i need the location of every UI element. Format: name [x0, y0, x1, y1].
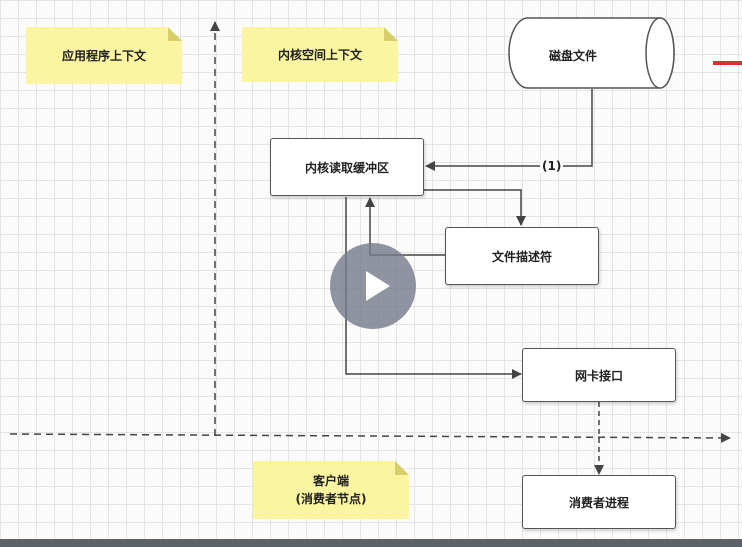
- node-kernel-read-buffer-label: 内核读取缓冲区: [304, 160, 389, 175]
- disk-file-cylinder: [508, 17, 675, 89]
- play-icon: [366, 271, 390, 301]
- node-file-descriptor-label: 文件描述符: [491, 249, 552, 264]
- note-client-line1: 客户端: [312, 474, 349, 488]
- node-nic-interface-label: 网卡接口: [574, 368, 623, 383]
- horizontal-divider: [9, 432, 731, 443]
- disk-file-label: 磁盘文件: [548, 49, 597, 63]
- note-client-line2: (消费者节点): [295, 492, 367, 506]
- note-kernel-context: 内核空间上下文: [242, 27, 398, 82]
- note-client: 客户端 (消费者节点): [253, 461, 409, 519]
- note-app-context-text: 应用程序上下文: [61, 48, 146, 63]
- node-file-descriptor: 文件描述符: [445, 227, 599, 285]
- video-control-bar: [0, 539, 742, 547]
- play-button[interactable]: [330, 243, 416, 329]
- node-kernel-read-buffer: 内核读取缓冲区: [270, 138, 424, 196]
- edge-disk-to-buffer: [425, 89, 593, 171]
- note-kernel-context-text: 内核空间上下文: [277, 47, 362, 62]
- node-consumer-process-label: 消费者进程: [568, 495, 629, 510]
- red-marker: [713, 61, 742, 65]
- note-app-context: 应用程序上下文: [26, 27, 182, 84]
- node-nic-interface: 网卡接口: [522, 348, 676, 402]
- edge-label-1: (1): [540, 159, 564, 173]
- edge-buffer-to-descriptor: [424, 189, 526, 226]
- node-consumer-process: 消费者进程: [522, 475, 676, 529]
